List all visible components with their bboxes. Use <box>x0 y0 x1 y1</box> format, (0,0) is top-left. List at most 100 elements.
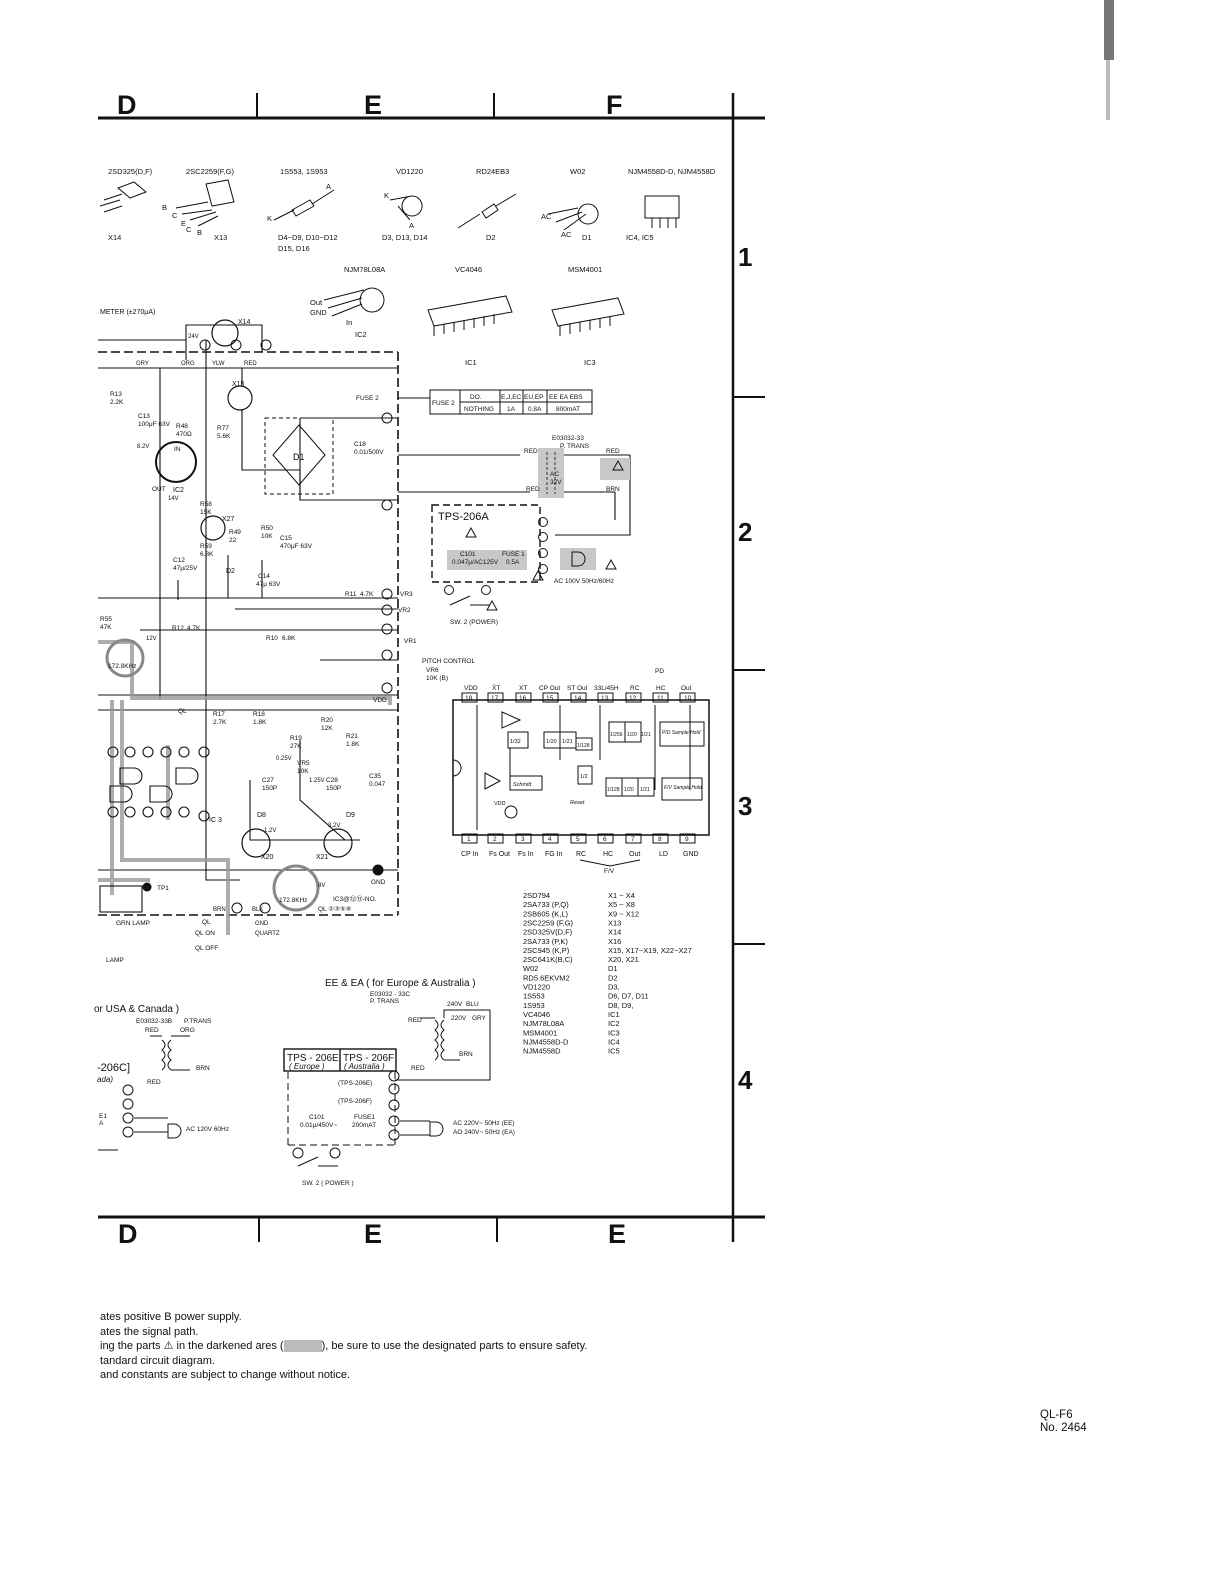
ee-trans: P. TRANS <box>370 998 400 1005</box>
parts-list-part: 2SC641K(B,C) <box>523 955 573 964</box>
component-ref: IC1 <box>465 358 477 367</box>
ee-gry: GRY <box>472 1015 487 1022</box>
d8-label: D8 <box>257 812 266 819</box>
tps-206a-module: TPS-206A C101 0.047μ/AC125V FUSE 1 0.5A … <box>431 459 624 626</box>
lamp-label: LAMP <box>106 957 124 964</box>
parts-list-ref: D2 <box>608 973 618 982</box>
parts-list-ref: X1 ~ X4 <box>608 891 635 900</box>
r10-label: R10 <box>266 635 278 642</box>
pin-letter: GND <box>310 308 327 317</box>
c15-label: C15 <box>280 535 292 542</box>
voltage-label: 3.2V <box>328 823 340 829</box>
r48-value: 470Ω <box>176 431 192 438</box>
bridge-rectifier-icon <box>547 203 599 231</box>
c18-label: C18 <box>354 441 366 448</box>
parts-list-ref: X15, X17~X19, X22~X27 <box>608 946 692 955</box>
ic-block-text: 1/21 <box>562 739 573 745</box>
c28-label: C28 <box>326 777 338 784</box>
parts-list-ref: X5 ~ X8 <box>608 900 635 909</box>
grn-lamp-label: GRN LAMP <box>116 920 150 927</box>
ic-pin-number: 14 <box>574 695 582 702</box>
component-ref: X13 <box>214 233 227 242</box>
ic-pin-name: FG In <box>545 851 563 858</box>
r18-label: R18 <box>253 711 265 718</box>
parts-list-ref: X14 <box>608 928 621 937</box>
fuse2-label: FUSE 2 <box>356 395 379 402</box>
c12-label: C12 <box>173 557 185 564</box>
usa-e1: E1 <box>99 1113 107 1120</box>
r48-label: R48 <box>176 423 188 430</box>
ic-pin-name: Fs In <box>518 851 534 858</box>
ic-pin-number: 1 <box>467 836 471 843</box>
ac-input-label: AC 100V 50Hz/60Hz <box>554 578 614 585</box>
pin-letter: B <box>197 228 202 237</box>
frame <box>98 93 765 1242</box>
c15-value: 470μF 63V <box>280 543 313 550</box>
usa-tps: -206C] <box>97 1062 130 1074</box>
pin-letter: In <box>346 318 352 327</box>
wire-org: ORG <box>181 361 195 367</box>
plug-icon <box>571 551 586 567</box>
wire-red: RED <box>606 448 620 455</box>
ic-pin-number: 17 <box>491 695 499 702</box>
voltage-labels: 24V 8.2V 14V 1.2V 0.25V 1.25V 3.2V 8V 12… <box>137 334 340 889</box>
r21-label: R21 <box>346 733 358 740</box>
wire-brn: BRN <box>606 486 620 493</box>
usa-part: E03032-33B <box>136 1018 172 1025</box>
fuse1-label: FUSE 1 <box>502 551 525 558</box>
r59-label: R59 <box>200 543 212 550</box>
x20-label: X20 <box>261 854 274 861</box>
net-labels: FUSE 2 VR3 VR2 VR1 PITCH CONTROL VR6 10K… <box>106 395 475 964</box>
ic-pin-number: 3 <box>521 836 525 843</box>
ac-input-label: AO 240V~ 50Hz (EA) <box>453 1129 515 1136</box>
tps-f-tag: (TPS-206F) <box>338 1098 372 1105</box>
r18-value: 1.8K <box>253 719 267 726</box>
main-transformer: E03032-33 P. TRANS RED RED RED BRN AC 32… <box>524 435 630 498</box>
fuse-table-header: DO. <box>470 394 482 401</box>
component-name: 2SC2259(F,G) <box>186 167 234 176</box>
pin-letter: E <box>181 219 186 228</box>
pd-label: PD <box>655 668 664 675</box>
c35-value: 0.047 <box>369 781 386 788</box>
parts-list-part: 2SC945 (K,P) <box>523 946 570 955</box>
component-name: RD24EB3 <box>476 167 509 176</box>
parts-list-part: VC4046 <box>523 1010 550 1019</box>
ic-pin-number: 9 <box>685 836 689 843</box>
parts-list-part: W02 <box>523 964 538 973</box>
parts-list-ref: IC4 <box>608 1037 620 1046</box>
transformer-ac: AC <box>550 471 559 478</box>
r77-value: 5.6K <box>217 433 231 440</box>
voltage-label: 12V <box>146 636 157 642</box>
parts-list-ref: X20, X21 <box>608 955 639 964</box>
voltage-label: 24V <box>188 334 199 340</box>
column-label-bottom: D <box>118 1219 138 1249</box>
transistors <box>105 319 353 912</box>
wire-quartz: QUARTZ <box>255 931 280 937</box>
ee-240v: 240V <box>447 1001 463 1008</box>
ic-block-text: 1/20 <box>624 787 634 793</box>
r21-value: 1.8K <box>346 741 360 748</box>
component-ref: X14 <box>108 233 121 242</box>
ee-220v: 220V <box>451 1015 467 1022</box>
component-ref: IC3 <box>584 358 596 367</box>
ic-pin-name: RC <box>630 685 640 692</box>
in-label: IN <box>174 446 181 453</box>
r58-value: 15K <box>200 509 212 516</box>
parts-list-part: 1S553 <box>523 992 545 1001</box>
ic-pin-name: Out <box>629 851 640 858</box>
usa-a: A <box>99 1120 104 1127</box>
ee-ea-section: EE & EA ( for Europe & Australia ) E0303… <box>283 978 515 1187</box>
model-number: QL-F6 <box>1040 1409 1073 1421</box>
ic-pin-name: HC <box>603 851 613 858</box>
tps-title: TPS-206A <box>438 511 489 523</box>
pin-letter: Out <box>310 298 323 307</box>
r49-value: 22 <box>229 537 237 544</box>
fuse-table-header: EU,EP <box>524 394 544 401</box>
parts-list-part: 2SA733 (P,Q) <box>523 900 569 909</box>
column-label-top: F <box>606 90 623 120</box>
pitch-control-label: PITCH CONTROL <box>422 658 475 665</box>
d9-label: D9 <box>346 812 355 819</box>
note-line: ates the signal path. <box>100 1325 199 1338</box>
r55-label: R55 <box>100 616 112 623</box>
